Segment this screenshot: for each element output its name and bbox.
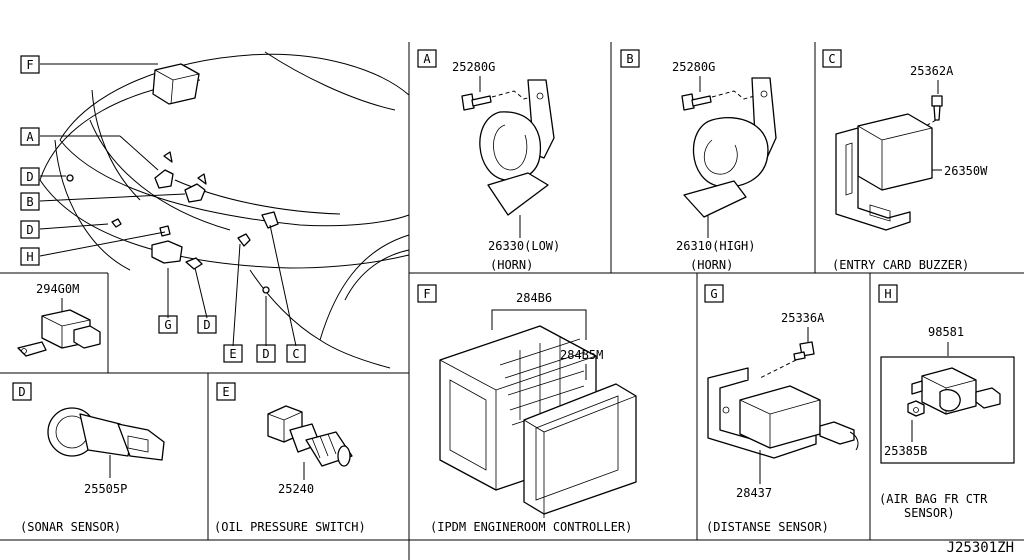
svg-text:F: F: [26, 58, 33, 72]
svg-text:D: D: [26, 223, 33, 237]
part-number-294g0m: 294G0M: [36, 282, 79, 296]
panel-letter-a: A: [423, 52, 431, 66]
part-number-26310: 26310(HIGH): [676, 239, 755, 253]
panel-b-horn-high: B 25280G 26310(HIGH) (HORN): [620, 49, 777, 272]
panel-294g0m: 294G0M: [17, 282, 101, 357]
panel-letter-g: G: [710, 287, 717, 301]
panel-grid: [0, 42, 1024, 560]
panel-letter-e: E: [222, 385, 229, 399]
panel-letter-d: D: [18, 385, 25, 399]
panel-c-entry-card-buzzer: C 25362A 26350W (ENTRY CARD BUZZER): [822, 49, 988, 272]
panel-h-airbag-sensor: H 98581 25385B (AIR BAG FR CTR SENSOR): [878, 284, 1015, 520]
svg-text:D: D: [262, 347, 269, 361]
callout-b: B: [20, 192, 40, 211]
part-number-25240: 25240: [278, 482, 314, 496]
vehicle-overview: [39, 51, 410, 369]
panel-letter-b: B: [626, 52, 633, 66]
callout-g: G: [158, 315, 178, 334]
overview-callouts: F A D B D H G D E D C: [20, 55, 306, 363]
svg-text:A: A: [26, 130, 34, 144]
callout-a: A: [20, 127, 40, 146]
caption-airbag-line-2: SENSOR): [904, 506, 955, 520]
svg-text:H: H: [26, 250, 33, 264]
svg-text:D: D: [203, 318, 210, 332]
caption-horn-b: (HORN): [690, 258, 733, 272]
svg-text:E: E: [229, 347, 236, 361]
callout-d: D: [256, 344, 276, 363]
part-number-284b5m: 284B5M: [560, 348, 603, 362]
svg-text:D: D: [26, 170, 33, 184]
caption-oil-pressure-switch: (OIL PRESSURE SWITCH): [214, 520, 366, 534]
callout-h: H: [20, 247, 40, 266]
panel-f-ipdm: F 284B6 284B5M (IPDM ENGINEROOM CONTROLL…: [417, 284, 637, 534]
part-number-25362a: 25362A: [910, 64, 954, 78]
panel-letter-h: H: [884, 287, 891, 301]
part-number-25385b: 25385B: [884, 444, 927, 458]
part-number-98581: 98581: [928, 325, 964, 339]
svg-text:C: C: [292, 347, 299, 361]
callout-f: F: [20, 55, 40, 74]
callout-e: E: [223, 344, 243, 363]
caption-sonar-sensor: (SONAR SENSOR): [20, 520, 121, 534]
panel-e-oil-pressure-switch: E 25240 (OIL PRESSURE SWITCH): [214, 382, 366, 534]
part-number-28437: 28437: [736, 486, 772, 500]
part-number-25280g: 25280G: [452, 60, 495, 74]
callout-d: D: [20, 167, 40, 186]
panel-g-distance-sensor: G 25336A 28437 (DISTANSE SENSOR): [704, 284, 859, 534]
caption-horn-a: (HORN): [490, 258, 533, 272]
callout-d: D: [20, 220, 40, 239]
svg-text:B: B: [26, 195, 33, 209]
panel-d-sonar-sensor: D 25505P (SONAR SENSOR): [12, 382, 165, 534]
callout-d: D: [197, 315, 217, 334]
caption-entry-card-buzzer: (ENTRY CARD BUZZER): [832, 258, 969, 272]
part-number-284b6: 284B6: [516, 291, 552, 305]
callout-leaders: [39, 63, 297, 347]
callout-c: C: [286, 344, 306, 363]
panel-letter-c: C: [828, 52, 835, 66]
caption-airbag-line-1: (AIR BAG FR CTR: [879, 492, 988, 506]
part-number-25505p: 25505P: [84, 482, 127, 496]
caption-distance-sensor: (DISTANSE SENSOR): [706, 520, 829, 534]
svg-text:G: G: [164, 318, 171, 332]
panel-a-horn-low: A 25280G 26330(LOW) (HORN): [417, 49, 560, 272]
part-number-26330: 26330(LOW): [488, 239, 560, 253]
panel-letter-f: F: [423, 287, 430, 301]
part-number-25280g-b: 25280G: [672, 60, 715, 74]
part-number-25336a: 25336A: [781, 311, 825, 325]
part-number-26350w: 26350W: [944, 164, 988, 178]
caption-ipdm: (IPDM ENGINEROOM CONTROLLER): [430, 520, 632, 534]
diagram-code: J25301ZH: [947, 540, 1014, 556]
